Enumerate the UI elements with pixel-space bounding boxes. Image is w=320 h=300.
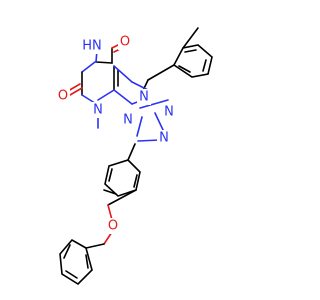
carbonyl-bond <box>69 87 83 96</box>
bond <box>136 116 143 137</box>
bond <box>184 49 197 53</box>
bond <box>131 81 149 91</box>
bond <box>178 65 191 73</box>
structure-drawing: O HN O N N N N N O <box>56 27 213 286</box>
bond <box>97 89 115 101</box>
bond <box>107 189 137 206</box>
bond <box>133 174 138 188</box>
bond <box>139 99 169 109</box>
atom-label-nh: HN <box>82 39 102 54</box>
purine-dione-core <box>67 42 149 129</box>
bond <box>95 61 113 64</box>
methylbenzyl-group <box>139 27 213 98</box>
bond <box>85 254 89 269</box>
ether-bond <box>107 204 113 221</box>
benzene-ring-phenyl <box>104 159 141 197</box>
bond <box>147 64 175 81</box>
atom-label-n-imidazole: N <box>139 90 149 105</box>
bond <box>63 244 71 259</box>
atom-label-o-left: O <box>58 89 68 104</box>
atom-label-n-triazole-bottom: N <box>159 131 169 146</box>
benzene-ring-benzyl <box>59 238 93 286</box>
atom-label-o-top: O <box>120 35 130 50</box>
bond <box>108 168 113 182</box>
atom-label-n-bridge: N <box>123 113 133 128</box>
bond <box>137 139 161 142</box>
bond <box>202 59 207 72</box>
bond <box>113 65 133 83</box>
benzyloxyphenyl-group <box>59 143 141 286</box>
molecule-diagram: O HN O N N N N N O <box>56 27 213 286</box>
methyl-bond <box>182 27 199 49</box>
atom-label-n-triazole-right: N <box>164 105 174 120</box>
bond <box>103 189 117 195</box>
bond <box>113 89 133 105</box>
triazole-ring <box>136 99 169 142</box>
bond <box>127 143 136 161</box>
bond <box>65 270 78 279</box>
atom-labels: O HN O N N N N N O <box>56 34 176 234</box>
bond <box>85 243 105 249</box>
atom-label-n-methyl: N <box>93 103 103 118</box>
bond <box>154 112 165 133</box>
atom-label-o-ether: O <box>108 219 118 234</box>
bond <box>81 61 96 73</box>
